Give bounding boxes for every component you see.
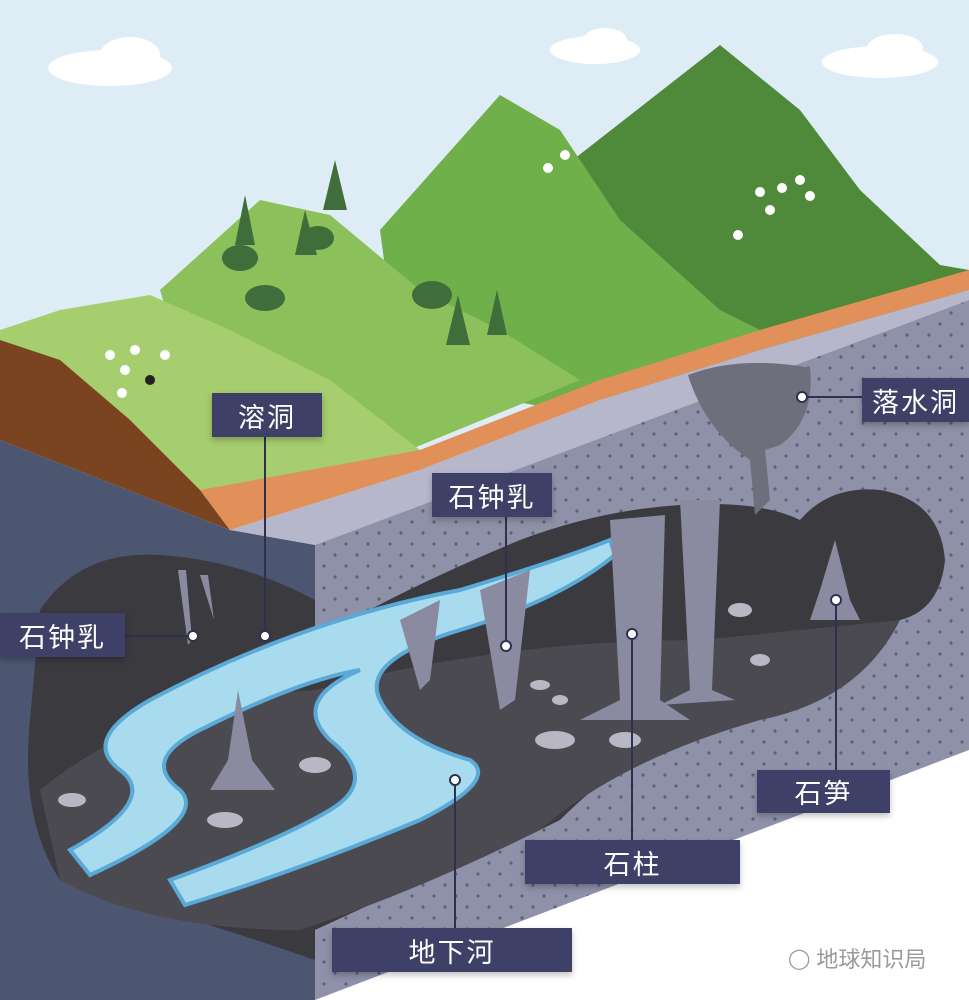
river	[66, 537, 618, 908]
wechat-icon: ◯	[788, 946, 811, 970]
trees	[222, 160, 507, 345]
label-stalagmite: 石笋	[757, 770, 890, 813]
pebbles	[58, 603, 770, 828]
soil-orange	[200, 270, 969, 530]
watermark: ◯ 地球知识局	[788, 942, 926, 974]
watermark-text: 地球知识局	[816, 948, 927, 973]
label-stalactite-center: 石钟乳	[432, 473, 552, 517]
label-underground-river: 地下河	[332, 928, 572, 972]
sinkhole-shape	[688, 362, 811, 515]
sheep	[105, 150, 815, 398]
label-karst-cave: 溶洞	[212, 393, 322, 437]
label-column: 石柱	[525, 840, 740, 884]
label-stalactite-left: 石钟乳	[0, 613, 125, 657]
soil-left	[0, 340, 230, 530]
label-sinkhole: 落水洞	[862, 378, 969, 422]
limestone-top	[230, 290, 969, 545]
clouds	[48, 28, 938, 86]
leader-lines	[125, 391, 862, 928]
